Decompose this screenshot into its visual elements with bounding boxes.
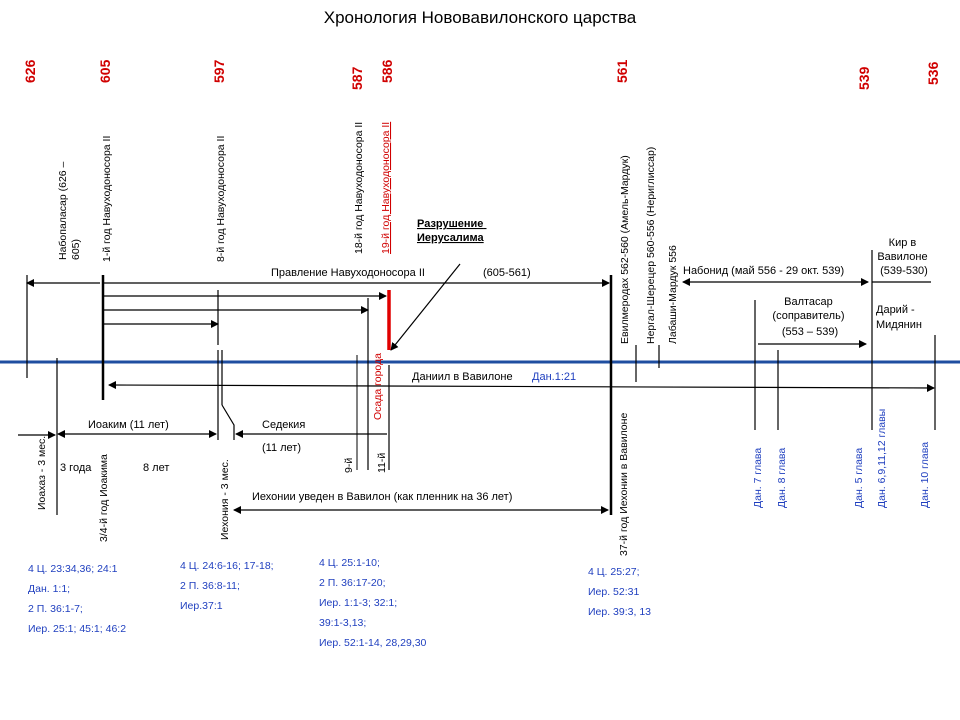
label-nebuchadnezzar-19: 19-й год Навуходоносора II	[380, 122, 392, 254]
year-539: 539	[856, 66, 872, 90]
label-zedekiah-11: 11-й	[376, 453, 388, 473]
label-iechonia-37-part1: 37-й год Иехонии в Вавилоне	[618, 413, 630, 556]
label-darius-line2: Мидянин	[876, 319, 922, 331]
year-536: 536	[925, 61, 941, 85]
label-ioakim: Иоаким (11 лет)	[88, 419, 169, 431]
label-daniel-ref: Дан.1:21	[532, 371, 576, 383]
reference-item: Иер. 52:31	[588, 586, 640, 598]
label-cyrus-line3: (539-530)	[880, 265, 928, 277]
reference-item: Иер. 52:1-14, 28,29,30	[319, 637, 427, 649]
label-destruction-line1: Разрушение	[417, 218, 483, 230]
label-reign-years: (605-561)	[483, 267, 531, 279]
label-ioakim-year: 3/4-й год Иоакима	[98, 454, 110, 542]
label-labashi: Лабаши-Мардук 556	[667, 245, 679, 344]
label-zedekiah-9: 9-й	[343, 458, 355, 473]
label-nabopolassar-line2: 605)	[70, 239, 82, 260]
label-evilmerodach: Евилмеродах 562-560 (Амель-Мардук)	[619, 155, 631, 344]
label-belshazzar-line1: Валтасар	[784, 296, 833, 308]
label-neriglissar: Нергал-Шерецер 560-556 (Нериглиссар)	[645, 147, 657, 344]
label-belshazzar-line2: (соправитель)	[772, 310, 844, 322]
year-587: 587	[349, 66, 365, 90]
label-daniel: Даниил в Вавилоне	[412, 371, 513, 383]
label-siege: Осада города	[372, 353, 384, 420]
label-nabopolassar-line1: Набопаласар (626 –	[57, 161, 69, 260]
reference-item: Иер. 1:1-3; 32:1;	[319, 597, 398, 609]
label-reign: Правление Навуходоносора II	[271, 267, 425, 279]
label-iechonia-37: 37-й год Иехонии в Вавилоне	[618, 413, 630, 556]
reference-item: 2 П. 36:17-20;	[319, 577, 386, 589]
references-col2: 4 Ц. 24:6-16; 17-18; 2 П. 36:8-11; Иер.3…	[180, 560, 300, 620]
reference-item: 2 П. 36:1-7;	[28, 603, 83, 615]
label-belshazzar-line3: (553 – 539)	[782, 326, 838, 338]
year-605: 605	[97, 59, 113, 83]
references-col4: 4 Ц. 25:27; Иер. 52:31 Иер. 39:3, 13	[588, 566, 698, 626]
label-cyrus: Кир в Вавилоне (539-530)	[877, 237, 930, 277]
label-dan5: Дан. 5 глава	[853, 448, 865, 508]
reference-item: 4 Ц. 25:27;	[588, 566, 640, 578]
reference-item: Иер. 25:1; 45:1; 46:2	[28, 623, 127, 635]
label-nabopolassar: Набопаласар (626 – 605)	[57, 159, 82, 260]
label-nebuchadnezzar-18: 18-й год Навуходоносора II	[353, 122, 365, 254]
destruction-pointer	[390, 263, 461, 351]
year-586: 586	[379, 59, 395, 83]
references-col1: 4 Ц. 23:34,36; 24:1 Дан. 1:1; 2 П. 36:1-…	[28, 563, 138, 643]
reference-item: 4 Ц. 25:1-10;	[319, 557, 380, 569]
label-darius: Дарий - Мидянин	[876, 304, 922, 331]
reference-item: Иер. 39:3, 13	[588, 606, 652, 618]
label-cyrus-line1: Кир в	[889, 237, 917, 249]
label-ioachaz: Иоахаз - 3 мес.	[36, 436, 48, 510]
label-zedekiah: Седекия	[262, 419, 305, 431]
label-belshazzar: Валтасар (соправитель) (553 – 539)	[772, 296, 847, 338]
label-nebuchadnezzar-1: 1-й год Навуходоносора II	[101, 136, 113, 262]
label-eight-years: 8 лет	[143, 462, 169, 474]
daniel-arrow	[108, 381, 935, 392]
page-title: Хронология Нововавилонского царства	[323, 8, 637, 27]
reference-item: 39:1-3,13;	[319, 617, 367, 629]
label-dan8: Дан. 8 глава	[776, 448, 788, 508]
label-darius-line1: Дарий -	[876, 304, 915, 316]
reference-item: 4 Ц. 23:34,36; 24:1	[28, 563, 118, 575]
year-626: 626	[22, 59, 38, 83]
year-561: 561	[614, 59, 630, 83]
label-captivity: Иехонии уведен в Вавилон (как пленник на…	[252, 491, 512, 503]
label-destruction-line2: Иерусалима	[417, 232, 485, 244]
label-nabonid: Набонид (май 556 - 29 окт. 539)	[683, 265, 844, 277]
marker-597-bend	[221, 404, 235, 440]
label-zedekiah-years: (11 лет)	[262, 442, 301, 454]
label-nebuchadnezzar-8: 8-й год Навуходоносора II	[215, 136, 227, 262]
reference-item: 4 Ц. 24:6-16; 17-18;	[180, 560, 274, 572]
year-597: 597	[211, 59, 227, 83]
label-dan10: Дан. 10 глава	[919, 442, 931, 508]
label-dan7: Дан. 7 глава	[752, 448, 764, 508]
reference-item: Иер.37:1	[180, 600, 223, 612]
reference-item: 2 П. 36:8-11;	[180, 580, 240, 592]
references-col3: 4 Ц. 25:1-10; 2 П. 36:17-20; Иер. 1:1-3;…	[319, 557, 469, 657]
label-destruction: Разрушение Иерусалима	[417, 218, 486, 244]
label-dan6: Дан. 6,9,11,12 главы	[876, 409, 888, 508]
label-cyrus-line2: Вавилоне	[877, 251, 927, 263]
label-three-years: 3 года	[60, 462, 92, 474]
label-iechonia: Иехония - 3 мес.	[219, 459, 231, 540]
reference-item: Дан. 1:1;	[28, 583, 71, 595]
